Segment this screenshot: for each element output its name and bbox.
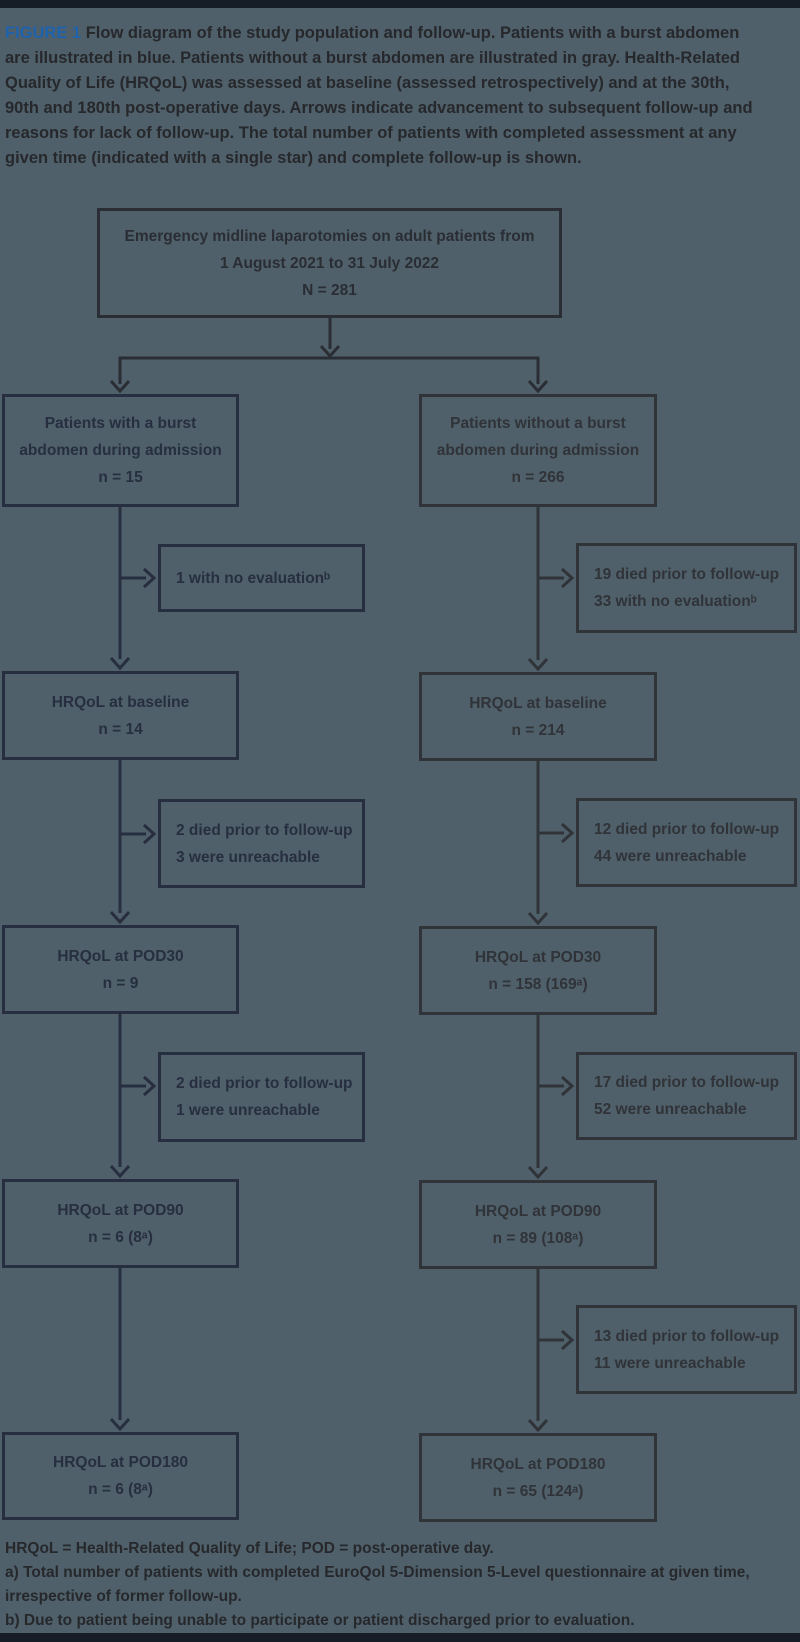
box-line: n = 14 — [98, 720, 143, 738]
box-line: Emergency midline laparotomies on adult … — [124, 227, 535, 245]
box-noburst-pod30: HRQoL at POD30 n = 158 (169ᵃ) — [419, 926, 657, 1015]
box-noburst-pod180: HRQoL at POD180 n = 65 (124ᵃ) — [419, 1433, 657, 1522]
box-line: 33 with no evaluationᵇ — [594, 593, 757, 610]
box-burst-admission: Patients with a burst abdomen during adm… — [2, 394, 239, 507]
box-line: HRQoL at POD30 — [474, 948, 602, 966]
box-line: Patients with a burst — [44, 415, 197, 432]
figure-caption-text: Flow diagram of the study population and… — [5, 24, 753, 167]
top-border-rule — [0, 0, 800, 8]
box-line: 19 died prior to follow-up — [594, 566, 780, 583]
footnote-abbreviations: HRQoL = Health-Related Quality of Life; … — [5, 1540, 494, 1557]
box-noburst-dropout-after-admission: 19 died prior to follow-up 33 with no ev… — [576, 543, 797, 633]
box-line: HRQoL at baseline — [51, 693, 190, 711]
box-burst-dropout-after-baseline: 2 died prior to follow-up 3 were unreach… — [158, 799, 365, 888]
box-line: 2 died prior to follow-up — [176, 821, 353, 839]
box-noburst-pod90: HRQoL at POD90 n = 89 (108ᵃ) — [419, 1180, 657, 1269]
box-line: abdomen during admission — [436, 442, 640, 459]
box-line: HRQoL at baseline — [469, 694, 607, 712]
box-burst-pod30: HRQoL at POD30 n = 9 — [2, 925, 239, 1014]
box-line: HRQoL at POD90 — [474, 1202, 602, 1220]
box-line: HRQoL at POD90 — [57, 1201, 184, 1219]
box-line: 1 were unreachable — [176, 1102, 320, 1119]
box-line: 13 died prior to follow-up — [594, 1327, 780, 1345]
box-burst-dropout-after-pod30: 2 died prior to follow-up 1 were unreach… — [158, 1052, 365, 1142]
box-noburst-dropout-after-baseline: 12 died prior to follow-up 44 were unrea… — [576, 798, 797, 887]
box-line: n = 9 — [102, 974, 139, 992]
box-line: 3 were unreachable — [176, 848, 320, 866]
box-burst-pod180: HRQoL at POD180 n = 6 (8ᵃ) — [2, 1432, 239, 1520]
box-noburst-dropout-after-pod30: 17 died prior to follow-up 52 were unrea… — [576, 1052, 797, 1140]
box-line: n = 266 — [511, 469, 565, 486]
box-line: HRQoL at POD180 — [470, 1455, 606, 1473]
bottom-border-rule — [0, 1633, 800, 1642]
box-line: n = 15 — [98, 469, 143, 486]
box-line: n = 6 (8ᵃ) — [88, 1481, 153, 1498]
box-line: Patients without a burst — [450, 415, 626, 432]
box-burst-dropout-no-evaluation: 1 with no evaluationᵇ — [158, 544, 365, 612]
box-line: 11 were unreachable — [594, 1354, 746, 1372]
box-line: 12 died prior to follow-up — [594, 820, 780, 838]
box-line: n = 6 (8ᵃ) — [88, 1228, 153, 1246]
box-burst-pod90: HRQoL at POD90 n = 6 (8ᵃ) — [2, 1179, 239, 1268]
box-line: n = 89 (108ᵃ) — [492, 1229, 584, 1247]
box-noburst-admission: Patients without a burst abdomen during … — [419, 394, 657, 507]
box-line: N = 281 — [302, 281, 357, 299]
box-line: n = 214 — [511, 721, 565, 739]
box-line: abdomen during admission — [19, 442, 222, 459]
footnote-a: a) Total number of patients with complet… — [5, 1564, 750, 1605]
box-line: 1 with no evaluationᵇ — [176, 569, 331, 587]
box-line: 2 died prior to follow-up — [176, 1075, 353, 1092]
box-total-laparotomies: Emergency midline laparotomies on adult … — [97, 208, 562, 318]
box-line: n = 158 (169ᵃ) — [488, 975, 588, 993]
figure-caption-label: FIGURE 1 — [5, 24, 82, 42]
box-noburst-baseline: HRQoL at baseline n = 214 — [419, 672, 657, 761]
box-line: 44 were unreachable — [594, 847, 747, 865]
box-noburst-dropout-after-pod90: 13 died prior to follow-up 11 were unrea… — [576, 1305, 797, 1394]
box-line: n = 65 (124ᵃ) — [492, 1482, 584, 1500]
box-line: 17 died prior to follow-up — [594, 1074, 780, 1091]
box-burst-baseline: HRQoL at baseline n = 14 — [2, 671, 239, 760]
figure-footnotes: HRQoL = Health-Related Quality of Life; … — [5, 1537, 797, 1633]
box-line: 1 August 2021 to 31 July 2022 — [219, 254, 440, 272]
footnote-b: b) Due to patient being unable to partic… — [5, 1612, 635, 1629]
box-line: HRQoL at POD30 — [57, 947, 184, 965]
box-line: 52 were unreachable — [594, 1101, 747, 1118]
box-line: HRQoL at POD180 — [53, 1454, 188, 1471]
figure-caption: FIGURE 1 Flow diagram of the study popul… — [5, 21, 767, 171]
